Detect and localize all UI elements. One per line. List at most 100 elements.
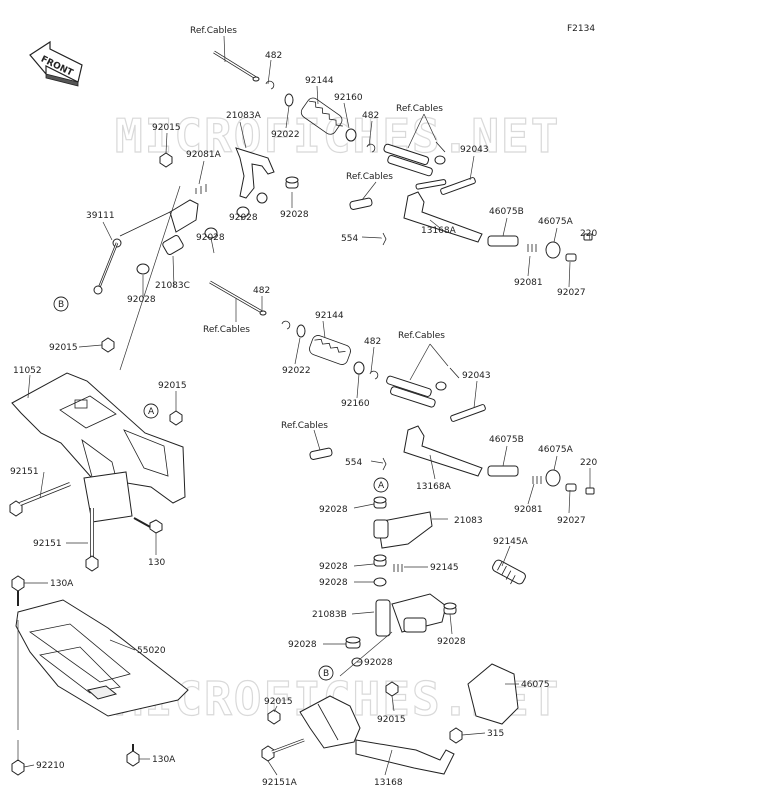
lower-cable-rod <box>209 280 267 316</box>
bolt-130A-bottom <box>126 744 140 767</box>
pedal-arm-13168 <box>299 695 455 775</box>
washer-46075A-mid <box>545 469 561 487</box>
nut-92015-frame-right <box>169 410 183 426</box>
label-92028-8: 92028 <box>437 637 466 647</box>
pin-ref-cables-top <box>349 197 373 210</box>
guide-line-frame <box>119 185 181 371</box>
label-315: 315 <box>487 729 504 739</box>
cable-link-top <box>383 143 433 177</box>
label-482-1: 482 <box>265 51 282 61</box>
spring-92081A <box>195 184 207 194</box>
nut-92015-frame-top <box>101 337 115 353</box>
pin-ref-cables-mid <box>309 447 333 460</box>
label-92028-7: 92028 <box>319 578 348 588</box>
svg-text:B: B <box>58 300 64 310</box>
label-46075B-1: 46075B <box>489 207 524 217</box>
label-92081-2: 92081 <box>514 505 543 515</box>
bolt-92043-top <box>440 177 476 195</box>
label-92145A: 92145A <box>493 537 529 547</box>
label-46075B-2: 46075B <box>489 435 524 445</box>
bracket-upper-left <box>119 199 199 237</box>
label-92015-5: 92015 <box>377 715 406 725</box>
label-92043-1: 92043 <box>460 145 489 155</box>
label-92027-1: 92027 <box>557 288 586 298</box>
washer-46075A-top <box>545 241 561 259</box>
washer-92028-left <box>136 263 150 275</box>
bolt-92043-mid <box>450 404 486 422</box>
label-482-4: 482 <box>364 337 381 347</box>
spring-92145 <box>393 564 403 572</box>
label-ref-cables-4: Ref.Cables <box>203 325 250 335</box>
washer-top-link <box>434 155 446 165</box>
tie-rod-39111 <box>93 238 122 295</box>
shaft-13168A-mid <box>403 425 519 477</box>
callout-b-pedal: B <box>318 665 334 681</box>
label-ref-cables-5: Ref.Cables <box>398 331 445 341</box>
label-39111: 39111 <box>86 211 115 221</box>
guide-line-pedal <box>339 631 393 677</box>
washer-92022-mid <box>296 324 306 338</box>
label-554-2: 554 <box>345 458 362 468</box>
label-ref-cables-2: Ref.Cables <box>396 104 443 114</box>
nut-315 <box>449 727 463 744</box>
label-13168A-1: 13168A <box>421 226 457 236</box>
bolt-92151-left <box>9 482 71 517</box>
pedal-pad-46075 <box>467 663 519 725</box>
clip-482-mid-2 <box>369 370 379 380</box>
label-130-1: 130 <box>148 558 165 568</box>
label-21083C: 21083C <box>155 281 190 291</box>
label-46075A-2: 46075A <box>538 445 574 455</box>
label-92145: 92145 <box>430 563 459 573</box>
bushing-92028-lower <box>345 636 361 649</box>
bushing-92028-a <box>373 496 387 509</box>
callout-a-bracket: A <box>373 477 389 493</box>
pivot-arm-21083A <box>235 147 275 204</box>
spring-92145A <box>492 559 526 585</box>
label-92144-2: 92144 <box>315 311 344 321</box>
label-92015-1: 92015 <box>152 123 181 133</box>
bushing-21083C <box>162 206 250 255</box>
bolt-92028-right <box>443 602 457 615</box>
label-92151: 92151 <box>10 467 39 477</box>
frame-11052 <box>11 372 186 523</box>
bolt-130A-top <box>11 575 25 606</box>
label-21083: 21083 <box>454 516 483 526</box>
label-92160-2: 92160 <box>341 399 370 409</box>
label-482-3: 482 <box>253 286 270 296</box>
label-21083B: 21083B <box>312 610 347 620</box>
bolt-130-frame <box>133 517 163 534</box>
part-labels: Ref.Cables 482 92144 92160 482 Ref.Cable… <box>10 26 597 788</box>
nut-92015-pedal-left <box>267 709 281 725</box>
spring-92144-top <box>300 97 343 135</box>
label-220-1: 220 <box>580 229 597 239</box>
pin-92027-mid <box>565 483 577 492</box>
svg-text:B: B <box>323 669 329 679</box>
svg-text:A: A <box>148 407 155 417</box>
cable-link-mid <box>386 375 436 408</box>
shaft-13168A-top <box>403 179 519 247</box>
callout-a-frame: A <box>143 403 159 419</box>
spring-92144-mid <box>309 335 351 365</box>
label-130A-2: 130A <box>152 755 176 765</box>
bracket-21083 <box>373 511 433 549</box>
upper-cable-rod <box>213 50 260 82</box>
label-92028-10: 92028 <box>364 658 393 668</box>
bolt-92151A <box>261 738 305 762</box>
label-92028-5: 92028 <box>319 505 348 515</box>
nut-92015-pedal <box>385 681 399 697</box>
pin-554-top <box>382 232 387 246</box>
label-92028-1: 92028 <box>280 210 309 220</box>
guard-plate-55020 <box>15 599 189 717</box>
spring-92081-mid <box>532 476 542 484</box>
label-ref-cables-1: Ref.Cables <box>190 26 237 36</box>
svg-text:A: A <box>378 481 385 491</box>
clip-482-mid <box>281 320 291 330</box>
label-55020: 55020 <box>137 646 166 656</box>
nut-92210 <box>11 759 25 776</box>
figure-code: F2134 <box>567 24 595 34</box>
label-92015-3: 92015 <box>158 381 187 391</box>
label-ref-cables-3: Ref.Cables <box>346 172 393 182</box>
label-92151A: 92151A <box>262 778 298 788</box>
label-92028-2: 92028 <box>229 213 258 223</box>
label-13168: 13168 <box>374 778 403 788</box>
